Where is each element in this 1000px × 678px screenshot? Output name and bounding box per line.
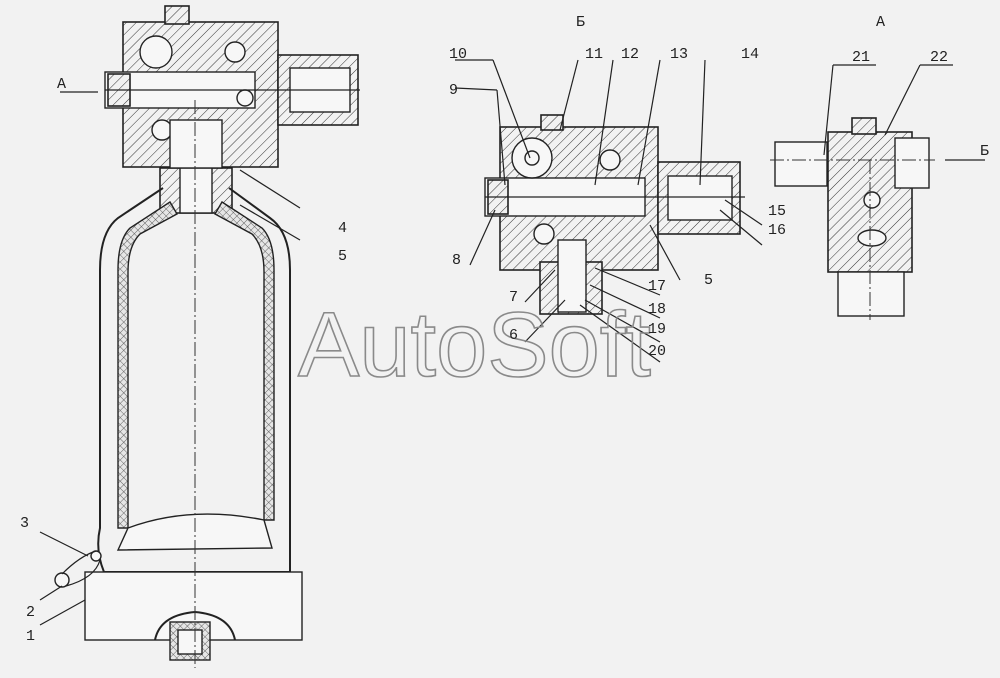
callout-17: 17: [648, 278, 666, 295]
callout-14: 14: [741, 46, 759, 63]
section-b-arrow-label: Б: [980, 143, 989, 160]
section-a-title: А: [876, 14, 885, 31]
callout-15: 15: [768, 203, 786, 220]
callout-3: 3: [20, 515, 29, 532]
leader-lines: [39, 59, 985, 626]
top-screw: [164, 5, 190, 25]
callout-12: 12: [621, 46, 639, 63]
callout-8: 8: [452, 252, 461, 269]
callout-5-middle: 5: [704, 272, 713, 289]
callout-18: 18: [648, 301, 666, 318]
watermark-text: AutoSoft: [298, 294, 651, 396]
callout-9: 9: [449, 82, 458, 99]
callout-21: 21: [852, 49, 870, 66]
callout-11: 11: [585, 46, 603, 63]
bottle-assembly: [54, 5, 360, 668]
section-a-view: [770, 117, 935, 320]
callout-10: 10: [449, 46, 467, 63]
callout-16: 16: [768, 222, 786, 239]
callout-6: 6: [509, 327, 518, 344]
section-b-title: Б: [576, 14, 585, 31]
seal-tag: [54, 572, 70, 588]
callout-5-left: 5: [338, 248, 347, 265]
callout-22: 22: [930, 49, 948, 66]
section-a-arrow-label: А: [57, 76, 66, 93]
callout-7: 7: [509, 289, 518, 306]
callout-2: 2: [26, 604, 35, 621]
callout-19: 19: [648, 321, 666, 338]
section-b-view: [484, 114, 745, 315]
callout-1: 1: [26, 628, 35, 645]
callout-13: 13: [670, 46, 688, 63]
callout-4: 4: [338, 220, 347, 237]
callout-20: 20: [648, 343, 666, 360]
